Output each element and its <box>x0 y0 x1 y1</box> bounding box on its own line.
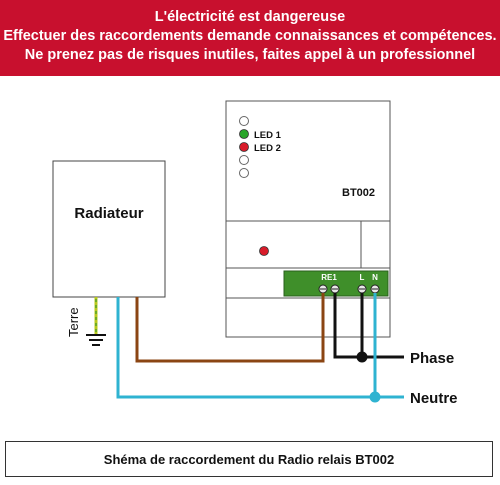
pairing-button <box>259 246 269 256</box>
neutral-junction <box>369 391 381 403</box>
earth-symbol-icon <box>86 334 106 346</box>
radiator-label: Radiateur <box>74 205 143 222</box>
warning-title: L'électricité est dangereuse <box>154 9 346 25</box>
terminal-screw-n <box>370 284 380 294</box>
led-empty-1 <box>239 116 249 126</box>
warning-banner: L'électricité est dangereuse Effectuer d… <box>0 0 500 76</box>
terminal-screw-re1a <box>318 284 328 294</box>
caption-text: Shéma de raccordement du Radio relais BT… <box>103 451 395 467</box>
radiator-box <box>52 160 166 298</box>
led-1-indicator <box>239 129 249 139</box>
led-2-indicator <box>239 142 249 152</box>
neutre-label: Neutre <box>410 390 458 407</box>
led-empty-3 <box>239 168 249 178</box>
module-name: BT002 <box>342 187 375 199</box>
warning-line-3: Ne prenez pas de risques inutiles, faite… <box>24 47 476 63</box>
bt002-module: LED 1 LED 2 BT002 RE1 L N <box>225 100 391 338</box>
black-wire-re1 <box>333 293 362 359</box>
module-top-panel <box>225 100 391 222</box>
earth-label: Terre <box>66 307 81 337</box>
warning-line-2: Effectuer des raccordements demande conn… <box>3 28 497 44</box>
phase-label: Phase <box>410 350 454 367</box>
module-middle-panel <box>225 220 362 269</box>
led-2-label: LED 2 <box>254 143 281 154</box>
terminal-n-label: N <box>372 273 378 282</box>
brown-wire <box>135 293 325 363</box>
phase-junction <box>356 351 368 363</box>
caption-box: Shéma de raccordement du Radio relais BT… <box>5 441 493 477</box>
terminal-screw-l <box>357 284 367 294</box>
terminal-re1-label: RE1 <box>321 273 337 282</box>
led-1-label: LED 1 <box>254 130 282 141</box>
terminal-l-label: L <box>360 273 365 282</box>
terminal-screw-re1b <box>330 284 340 294</box>
led-empty-2 <box>239 155 249 165</box>
blue-wire <box>116 297 404 399</box>
